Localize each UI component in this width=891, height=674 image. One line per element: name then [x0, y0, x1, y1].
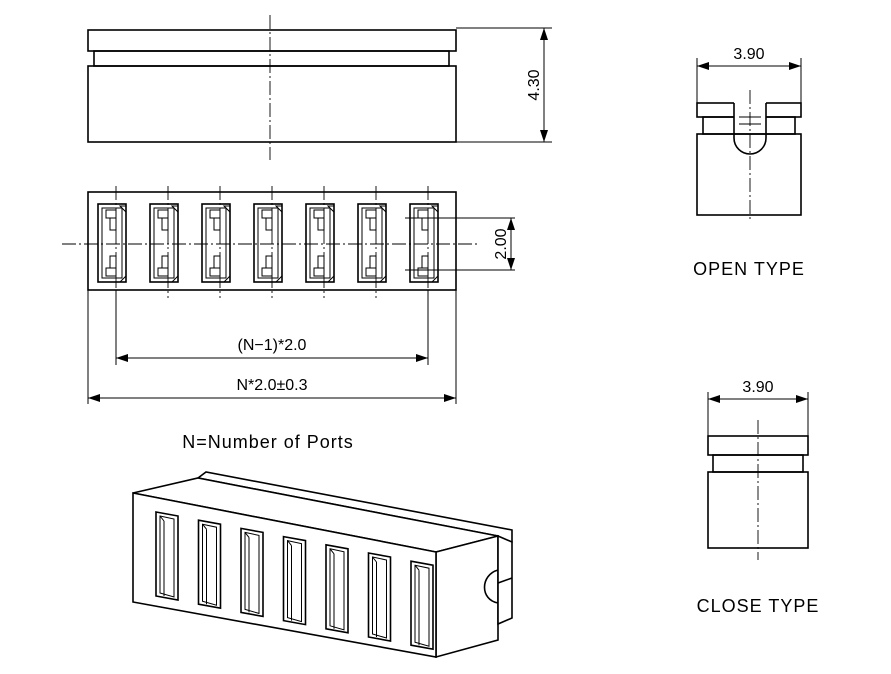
top-port-2: [149, 186, 179, 298]
front-view: 4.30: [87, 15, 552, 160]
top-view-ports: [97, 186, 439, 298]
top-port-3: [201, 186, 231, 298]
close-type-label: CLOSE TYPE: [697, 596, 820, 616]
span-dimension: (N−1)*2.0: [238, 337, 307, 354]
top-port-6: [357, 186, 387, 298]
isometric-view: [132, 471, 513, 659]
iso-port-7: [410, 560, 434, 651]
top-port-7: [409, 186, 439, 298]
iso-port-4: [282, 535, 307, 626]
open-width-dimension: 3.90: [733, 46, 764, 63]
close-type-view: 3.90 CLOSE TYPE: [697, 379, 820, 616]
isometric-ports: [155, 511, 434, 651]
open-type-label: OPEN TYPE: [693, 259, 805, 279]
pitch-dimension: 2.00: [493, 228, 510, 259]
iso-port-5: [325, 543, 349, 634]
iso-port-6: [367, 552, 392, 642]
iso-port-3: [240, 527, 264, 618]
iso-port-2: [197, 519, 222, 610]
top-port-5: [305, 186, 335, 298]
close-width-dimension: 3.90: [742, 379, 773, 396]
height-dimension: 4.30: [526, 69, 543, 100]
overall-dimension: N*2.0±0.3: [236, 377, 307, 394]
open-type-view: 3.90 OPEN TYPE: [693, 46, 805, 279]
top-view: 2.00 (N−1)*2.0 N*2.0±0.3: [62, 186, 515, 404]
top-port-4: [253, 186, 283, 298]
top-port-1: [97, 186, 127, 298]
ports-note: N=Number of Ports: [182, 432, 354, 452]
iso-port-1: [155, 511, 179, 601]
